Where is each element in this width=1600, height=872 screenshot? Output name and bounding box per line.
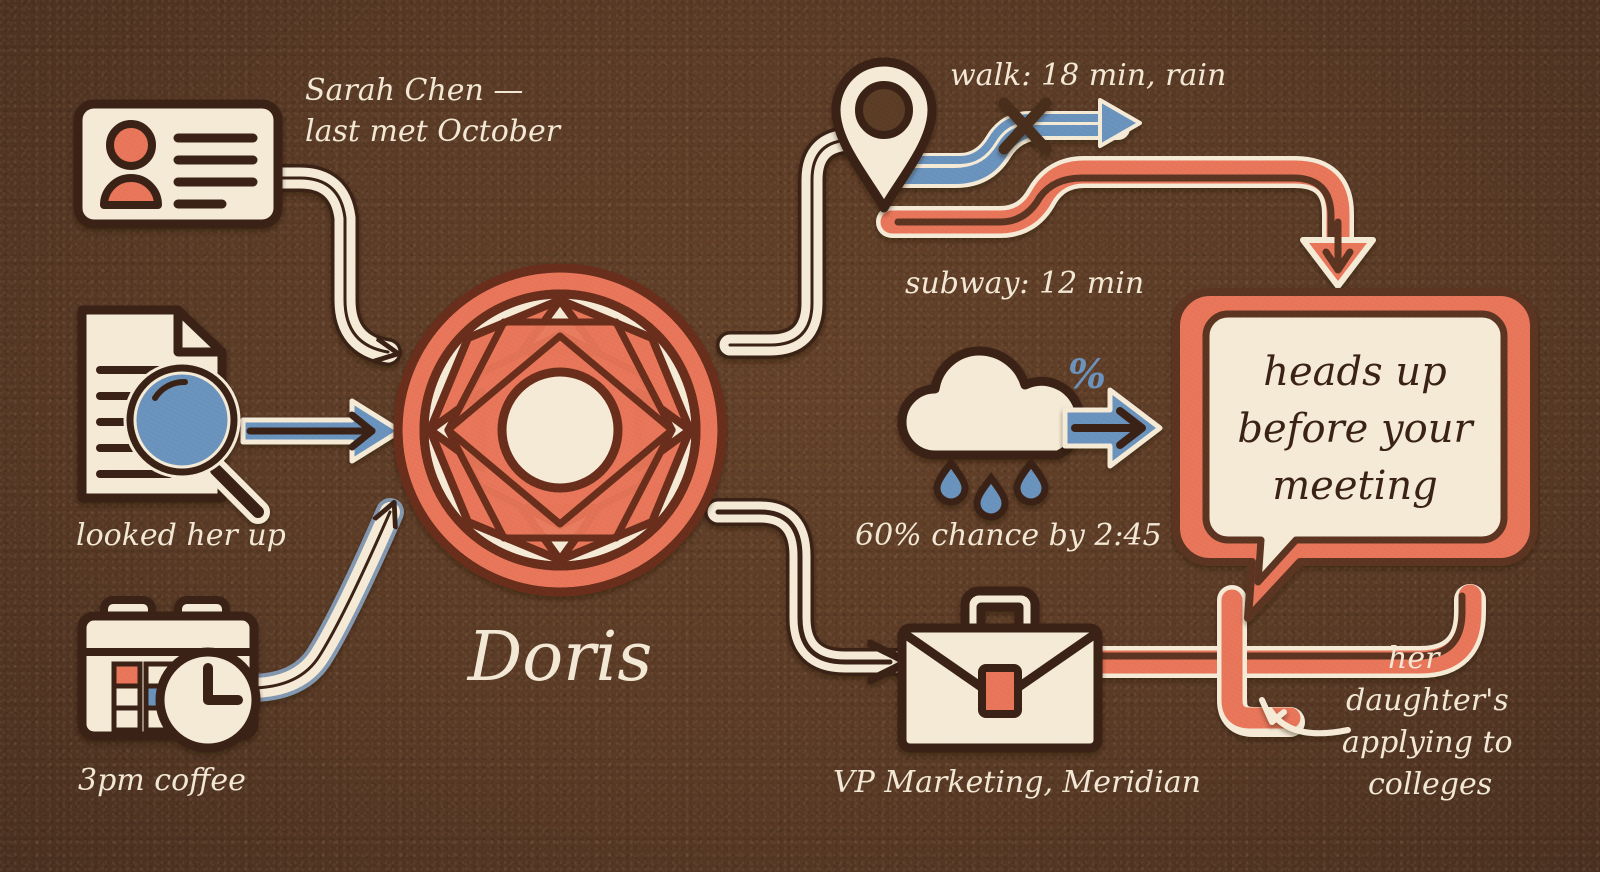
gem-mandala-icon[interactable]	[393, 263, 727, 597]
connector-document-to-center	[240, 398, 403, 464]
rain-cloud-icon[interactable]	[897, 346, 1085, 521]
annotation-line2: daughter's	[1346, 683, 1509, 718]
contact-card-label-line2: last met October	[305, 114, 562, 149]
annotation-line4: colleges	[1368, 767, 1492, 802]
weather-label: 60% chance by 2:45	[855, 518, 1162, 553]
document-magnifier-icon[interactable]	[77, 305, 270, 524]
connector-subway-route	[876, 156, 1376, 289]
annotation-line1: her	[1388, 641, 1441, 676]
connector-contact-to-center	[261, 164, 402, 366]
subway-option-label: subway: 12 min	[905, 266, 1144, 301]
document-search-label: looked her up	[76, 518, 286, 553]
connector-work-to-result	[1074, 584, 1486, 737]
calendar-label: 3pm coffee	[78, 763, 246, 798]
contact-card-label-line1: Sarah Chen —	[305, 73, 523, 108]
walk-option-label: walk: 18 min, rain	[950, 58, 1226, 93]
map-pin-icon[interactable]	[831, 57, 937, 213]
result-line3: meeting	[1272, 463, 1438, 509]
work-label: VP Marketing, Meridian	[833, 765, 1201, 800]
connector-weather-to-result	[1062, 387, 1163, 469]
annotation-line3: applying to	[1342, 725, 1513, 760]
percent-badge: %	[1068, 351, 1106, 398]
raindrop-icon	[933, 457, 1049, 521]
calendar-clock-icon[interactable]	[77, 596, 261, 753]
result-line1: heads up	[1263, 349, 1447, 395]
curved-arrow-icon	[1259, 697, 1351, 737]
briefcase-icon[interactable]	[897, 586, 1103, 753]
contact-card-icon[interactable]	[73, 99, 283, 229]
connector-center-to-mappin	[716, 126, 866, 359]
x-cross-icon	[998, 97, 1052, 155]
center-name: Doris	[466, 618, 653, 697]
connector-calendar-to-center	[236, 498, 404, 702]
result-line2: before your	[1237, 406, 1475, 452]
connector-center-to-work	[704, 498, 914, 662]
speech-bubble-icon[interactable]: heads up before your meeting	[1172, 288, 1538, 622]
